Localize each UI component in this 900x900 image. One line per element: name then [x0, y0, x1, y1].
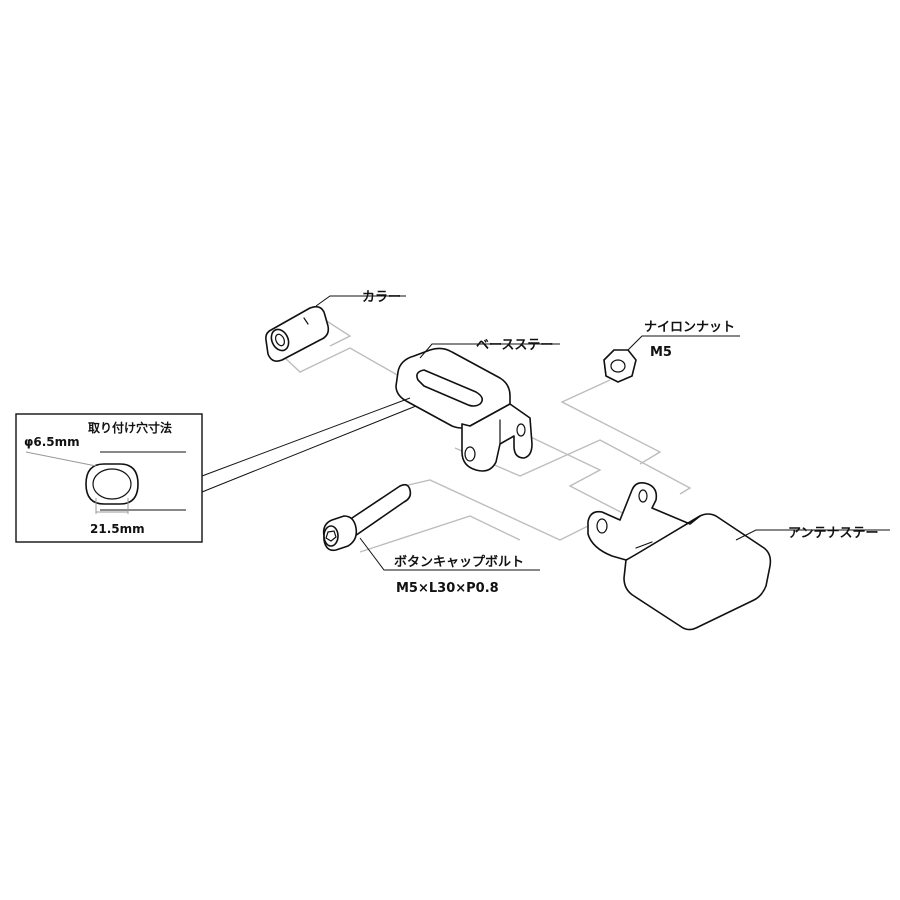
- base-stay-hole-right: [516, 423, 526, 437]
- leader-inset-a: [201, 397, 411, 477]
- antenna-hole-left: [596, 518, 608, 534]
- base-stay-part: [395, 347, 533, 472]
- labels: カラー ベースステー ナイロンナット M5 アンテナステー ボタンキャップボルト…: [24, 290, 878, 596]
- inset-slot: [85, 463, 139, 505]
- antenna-plate: [623, 513, 772, 631]
- leader-bolt: [359, 537, 540, 571]
- leader-base-stay: [419, 343, 560, 359]
- mounting-hole-inset: [15, 413, 203, 543]
- guide-base-to-antenna: [477, 411, 641, 523]
- bolt-hex-socket: [325, 530, 337, 542]
- label-nylon-nut-size: M5: [650, 345, 672, 360]
- base-stay-clevis: [461, 403, 533, 472]
- assembly-guides: [267, 317, 692, 553]
- base-stay-slot: [416, 369, 484, 407]
- nylon-nut-part: [603, 349, 637, 383]
- label-base-stay: ベースステー: [476, 338, 553, 353]
- collar-part: [265, 305, 330, 362]
- guide-bolt: [403, 479, 601, 541]
- inset-diameter: φ6.5mm: [24, 435, 80, 449]
- leader-antenna: [735, 529, 890, 541]
- label-bolt: ボタンキャップボルト: [394, 554, 524, 570]
- bolt-shank: [345, 483, 412, 539]
- collar-highlight: [303, 317, 309, 325]
- leader-nut: [627, 335, 740, 351]
- collar-end: [270, 328, 290, 352]
- nut-body: [603, 349, 637, 383]
- inset-slot-inner: [92, 468, 132, 500]
- antenna-bend: [635, 541, 653, 549]
- label-nylon-nut: ナイロンナット: [644, 320, 735, 335]
- label-antenna-stay: アンテナステー: [788, 526, 878, 541]
- bolt-part: [322, 483, 412, 552]
- leader-collar: [315, 295, 406, 307]
- base-stay-hole-left: [464, 446, 476, 462]
- leader-lines: [201, 295, 890, 571]
- nut-face: [603, 359, 607, 377]
- nut-hole: [610, 359, 626, 373]
- antenna-bracket: [587, 482, 701, 561]
- inset-title: 取り付け穴寸法: [88, 420, 172, 435]
- antenna-stay-part: [587, 482, 772, 631]
- label-collar: カラー: [362, 290, 401, 305]
- guide-base-lower: [454, 439, 692, 495]
- antenna-hole-right: [638, 489, 648, 503]
- guide-collar-top: [321, 317, 352, 347]
- inset-length: 21.5mm: [90, 522, 145, 536]
- guide-bolt-lower: [359, 515, 521, 553]
- leader-inset-b: [201, 405, 417, 493]
- dim-diameter-leader: [25, 451, 97, 467]
- guide-nut-to-antenna: [560, 379, 662, 465]
- collar-hole: [274, 333, 286, 347]
- label-bolt-spec: M5×L30×P0.8: [396, 581, 499, 596]
